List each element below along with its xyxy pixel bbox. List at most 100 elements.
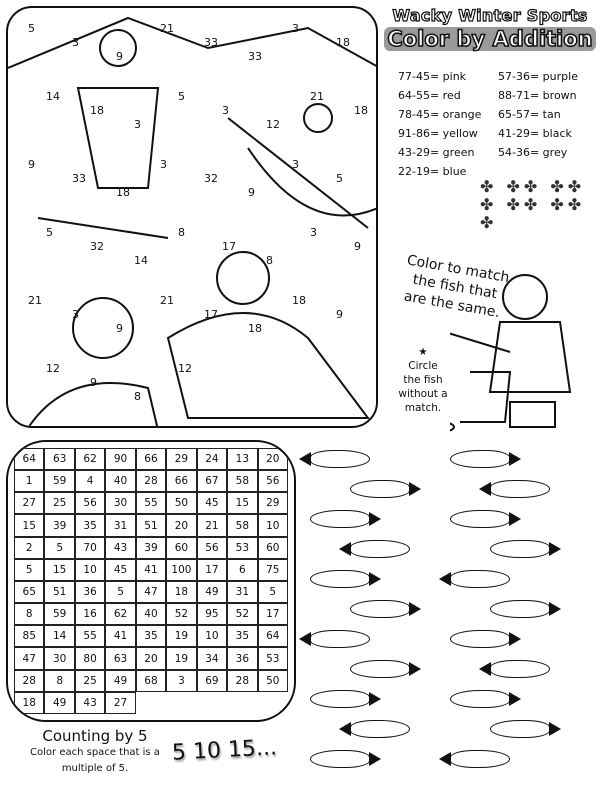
fish[interactable]	[310, 690, 381, 708]
mosaic-space[interactable]: 15	[227, 492, 258, 515]
mosaic-space[interactable]: 27	[14, 492, 45, 515]
fish[interactable]	[350, 720, 410, 738]
fish[interactable]	[310, 750, 381, 768]
mosaic-space[interactable]: 63	[105, 647, 136, 670]
mosaic-space[interactable]: 95	[196, 603, 228, 626]
mosaic-space[interactable]: 5	[105, 580, 136, 604]
fish[interactable]	[350, 480, 421, 498]
mosaic-space[interactable]: 47	[14, 647, 45, 670]
mosaic-space[interactable]: 35	[74, 514, 106, 537]
fish[interactable]	[350, 600, 421, 618]
mosaic-space[interactable]: 20	[135, 647, 167, 670]
mosaic-space[interactable]: 64	[257, 625, 288, 648]
mosaic-space[interactable]: 56	[196, 536, 228, 559]
fish[interactable]	[450, 450, 521, 468]
fish[interactable]	[490, 720, 561, 738]
mosaic-space[interactable]: 29	[166, 448, 197, 471]
mosaic-space[interactable]: 16	[74, 603, 106, 626]
mosaic-space[interactable]: 35	[135, 625, 167, 648]
mosaic-space[interactable]: 10	[257, 514, 288, 537]
fish[interactable]	[490, 600, 561, 618]
mosaic-space[interactable]: 2	[14, 536, 45, 559]
mosaic-space[interactable]: 34	[196, 647, 228, 670]
fish[interactable]	[490, 480, 550, 498]
mosaic-space[interactable]: 67	[196, 470, 228, 493]
mosaic-space[interactable]: 51	[44, 580, 75, 604]
mosaic-space[interactable]: 53	[257, 647, 288, 670]
mosaic-space[interactable]: 62	[105, 603, 136, 626]
fish[interactable]	[450, 750, 510, 768]
mosaic-space[interactable]: 59	[44, 470, 75, 493]
mosaic-space[interactable]: 47	[135, 580, 167, 604]
fish[interactable]	[310, 450, 370, 468]
fish[interactable]	[350, 540, 410, 558]
mosaic-space[interactable]: 43	[105, 536, 136, 559]
fish[interactable]	[450, 510, 521, 528]
mosaic-space[interactable]: 31	[105, 514, 136, 537]
mosaic-space[interactable]: 14	[44, 625, 75, 648]
mosaic-space[interactable]: 55	[135, 492, 167, 515]
mosaic-space[interactable]: 36	[74, 580, 106, 604]
mosaic-space[interactable]: 19	[166, 647, 197, 670]
mosaic-space[interactable]: 18	[166, 580, 197, 604]
mosaic-space[interactable]: 30	[105, 492, 136, 515]
mosaic-space[interactable]: 39	[135, 536, 167, 559]
mosaic-space[interactable]: 63	[44, 448, 75, 471]
mosaic-space[interactable]: 56	[74, 492, 106, 515]
mosaic-space[interactable]: 40	[105, 470, 136, 493]
mosaic-space[interactable]: 17	[257, 603, 288, 626]
mosaic-space[interactable]: 52	[227, 603, 258, 626]
mosaic-space[interactable]: 85	[14, 625, 45, 648]
mosaic-space[interactable]: 20	[166, 514, 197, 537]
mosaic-space[interactable]: 5	[257, 580, 288, 604]
mosaic-space[interactable]: 41	[105, 625, 136, 648]
fish[interactable]	[490, 660, 550, 678]
mosaic-space[interactable]: 5	[14, 558, 45, 581]
mosaic-space[interactable]: 25	[74, 669, 106, 692]
fish[interactable]	[450, 630, 521, 648]
mosaic-space[interactable]: 53	[227, 536, 258, 559]
mosaic-space[interactable]: 8	[14, 603, 45, 626]
mosaic-space[interactable]: 45	[105, 558, 136, 581]
mosaic-space[interactable]: 68	[135, 669, 167, 692]
fish[interactable]	[310, 630, 370, 648]
mosaic-space[interactable]: 28	[14, 669, 45, 692]
mosaic-space[interactable]: 28	[135, 470, 167, 493]
mosaic-space[interactable]: 49	[105, 669, 136, 692]
mosaic-space[interactable]: 40	[135, 603, 167, 626]
mosaic-space[interactable]: 51	[135, 514, 167, 537]
mosaic-space[interactable]: 10	[196, 625, 228, 648]
mosaic-space[interactable]: 8	[44, 669, 75, 692]
mosaic-space[interactable]: 4	[74, 470, 106, 493]
mosaic-space[interactable]: 20	[257, 448, 288, 471]
mosaic-space[interactable]: 15	[14, 514, 45, 537]
mosaic-space[interactable]: 30	[44, 647, 75, 670]
mosaic-space[interactable]: 58	[227, 470, 258, 493]
mosaic-space[interactable]: 64	[14, 448, 45, 471]
mosaic-space[interactable]: 80	[74, 647, 106, 670]
mosaic-space[interactable]: 66	[166, 470, 197, 493]
fish[interactable]	[450, 570, 510, 588]
mosaic-space[interactable]: 58	[227, 514, 258, 537]
mosaic-space[interactable]: 52	[166, 603, 197, 626]
fish[interactable]	[310, 510, 381, 528]
mosaic-space[interactable]: 60	[257, 536, 288, 559]
fish[interactable]	[350, 660, 421, 678]
mosaic-space[interactable]: 31	[227, 580, 258, 604]
mosaic-space[interactable]: 19	[166, 625, 197, 648]
mosaic-space[interactable]: 70	[74, 536, 106, 559]
mosaic-space[interactable]: 17	[196, 558, 228, 581]
mosaic-space[interactable]: 100	[166, 558, 197, 581]
mosaic-space[interactable]: 45	[196, 492, 228, 515]
mosaic-space[interactable]: 5	[44, 536, 75, 559]
mosaic-space[interactable]: 13	[227, 448, 258, 471]
mosaic-space[interactable]: 75	[257, 558, 288, 581]
mosaic-space[interactable]: 29	[257, 492, 288, 515]
mosaic-space[interactable]: 50	[166, 492, 197, 515]
mosaic-space[interactable]: 43	[74, 691, 106, 714]
mosaic-space[interactable]: 35	[227, 625, 258, 648]
mosaic-space[interactable]: 28	[227, 669, 258, 692]
mosaic-space[interactable]: 62	[74, 448, 106, 471]
mosaic-space[interactable]: 3	[166, 669, 197, 692]
mosaic-space[interactable]: 36	[227, 647, 258, 670]
